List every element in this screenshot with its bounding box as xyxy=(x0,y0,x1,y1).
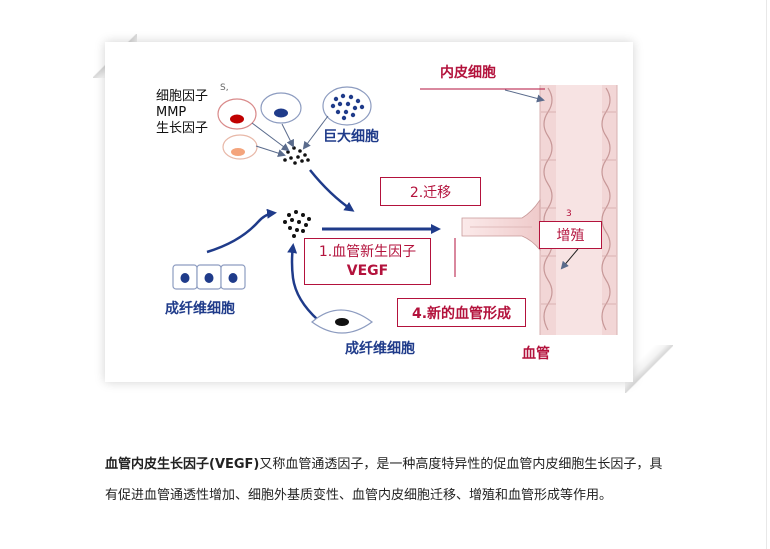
secreted-factors-cluster-top xyxy=(283,146,310,165)
growth-factor-cell-orange xyxy=(222,134,258,160)
fibroblast-cell-bottom xyxy=(311,309,374,334)
label-endothelial-cell: 内皮细胞 xyxy=(440,65,496,81)
cytokine-cell-red xyxy=(217,98,257,130)
label-cytokine: 细胞因子 xyxy=(156,89,209,104)
step4-new-vessel-box: 4.新的血管形成 xyxy=(397,298,526,327)
label-blood-vessel: 血管 xyxy=(522,346,550,362)
endothelial-pointer xyxy=(504,89,545,103)
secreted-factors-cluster-middle xyxy=(283,210,311,238)
step4-label: 4.新的血管形成 xyxy=(411,305,512,322)
page-right-border xyxy=(766,0,767,549)
fibroblast-cells-left xyxy=(172,264,246,290)
label-fragment: S, xyxy=(220,83,229,93)
page-curl-bottom-right xyxy=(625,345,673,393)
step3-label: 增殖 xyxy=(556,228,585,244)
label-giant-cell: 巨大细胞 xyxy=(323,129,379,145)
description-paragraph: 血管内皮生长因子(VEGF)又称血管通透因子，是一种高度特异性的促血管内皮细胞生… xyxy=(105,449,675,511)
vessel-sprout xyxy=(461,198,541,252)
blood-vessel xyxy=(539,85,618,335)
step1-label-line2: VEGF xyxy=(346,262,389,279)
label-fibroblast-left: 成纤维细胞 xyxy=(165,301,235,317)
step2-label: 2.迁移 xyxy=(409,184,452,201)
label-growth-factor: 生长因子 xyxy=(156,121,209,136)
step3-proliferation-box: 增殖 xyxy=(539,221,602,249)
label-mmp: MMP xyxy=(156,105,187,120)
mmp-cell-blue xyxy=(260,92,302,124)
step1-label-line1: 1.血管新生因子 xyxy=(318,243,417,260)
step1-vegf-box: 1.血管新生因子 VEGF xyxy=(304,238,431,285)
label-fibroblast-bottom: 成纤维细胞 xyxy=(345,341,415,357)
signal-arrows xyxy=(206,169,355,321)
paragraph-body: 又称血管通透因子，是一种高度特异性的促血管内皮细胞生长因子，具有促进血管通透性增… xyxy=(105,457,663,503)
step2-migration-box: 2.迁移 xyxy=(380,177,481,206)
paragraph-bold-term: 血管内皮生长因子(VEGF) xyxy=(105,457,260,472)
step3-number: 3 xyxy=(566,209,572,219)
giant-cell-icon xyxy=(322,86,372,126)
proliferation-pointer xyxy=(560,248,579,270)
